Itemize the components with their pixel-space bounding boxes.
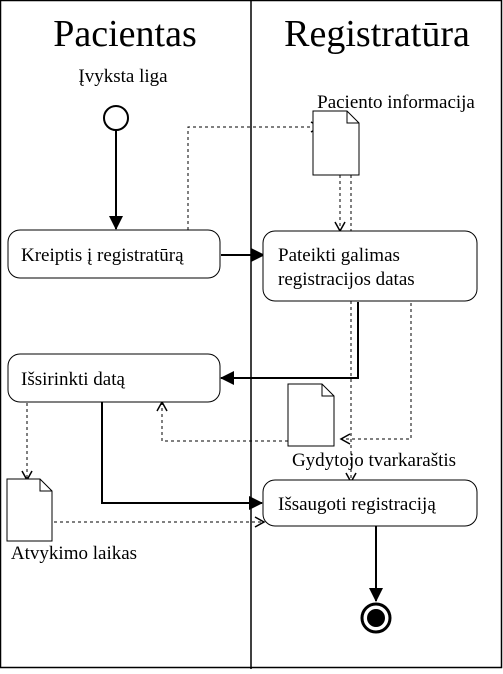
activity-label: Išsaugoti registraciją: [278, 494, 436, 515]
document-fold: [321, 384, 334, 397]
activity-label-line1: Pateikti galimas: [278, 245, 400, 266]
activity-kreiptis[interactable]: Kreiptis į registratūrą: [7, 229, 221, 279]
activity-issirinkti[interactable]: Išsirinkti datą: [7, 353, 221, 403]
document-gydytojo-tvarkarastis: [287, 383, 335, 447]
activity-issaugoti[interactable]: Išsaugoti registraciją: [262, 479, 478, 527]
lane-title-registratura: Registratūra: [284, 13, 470, 55]
activity-label-line2: registracijos datas: [278, 269, 415, 290]
initial-node-label: Įvyksta liga: [78, 66, 168, 87]
document-fold: [39, 479, 52, 492]
document-fold: [346, 111, 359, 124]
objflow-gydytojo-to-issirinkti: [156, 400, 288, 442]
objflow-kreiptis-to-paciento-info: [187, 121, 322, 230]
objflow-pateikti-to-gydytojo: [339, 303, 412, 445]
document-atvykimo-laikas: [6, 478, 53, 542]
document-label-atvykimo-laikas: Atvykimo laikas: [11, 543, 137, 564]
document-label-paciento-informacija: Paciento informacija: [317, 92, 475, 113]
flow-pateikti-to-issirinkti: [220, 302, 359, 385]
activity-label: Išsirinkti datą: [21, 369, 126, 390]
lane-title-pacientas: Pacientas: [53, 13, 197, 55]
activity-label: Kreiptis į registratūrą: [21, 245, 184, 266]
initial-node: [103, 105, 129, 131]
flow-issirinkti-to-issaugoti: [101, 402, 263, 510]
final-node: [360, 602, 392, 634]
document-paciento-informacija: [312, 110, 360, 176]
document-label-gydytojo-tvarkarastis: Gydytojo tvarkaraštis: [292, 450, 456, 471]
activity-pateikti[interactable]: Pateikti galimas registracijos datas: [262, 230, 478, 302]
